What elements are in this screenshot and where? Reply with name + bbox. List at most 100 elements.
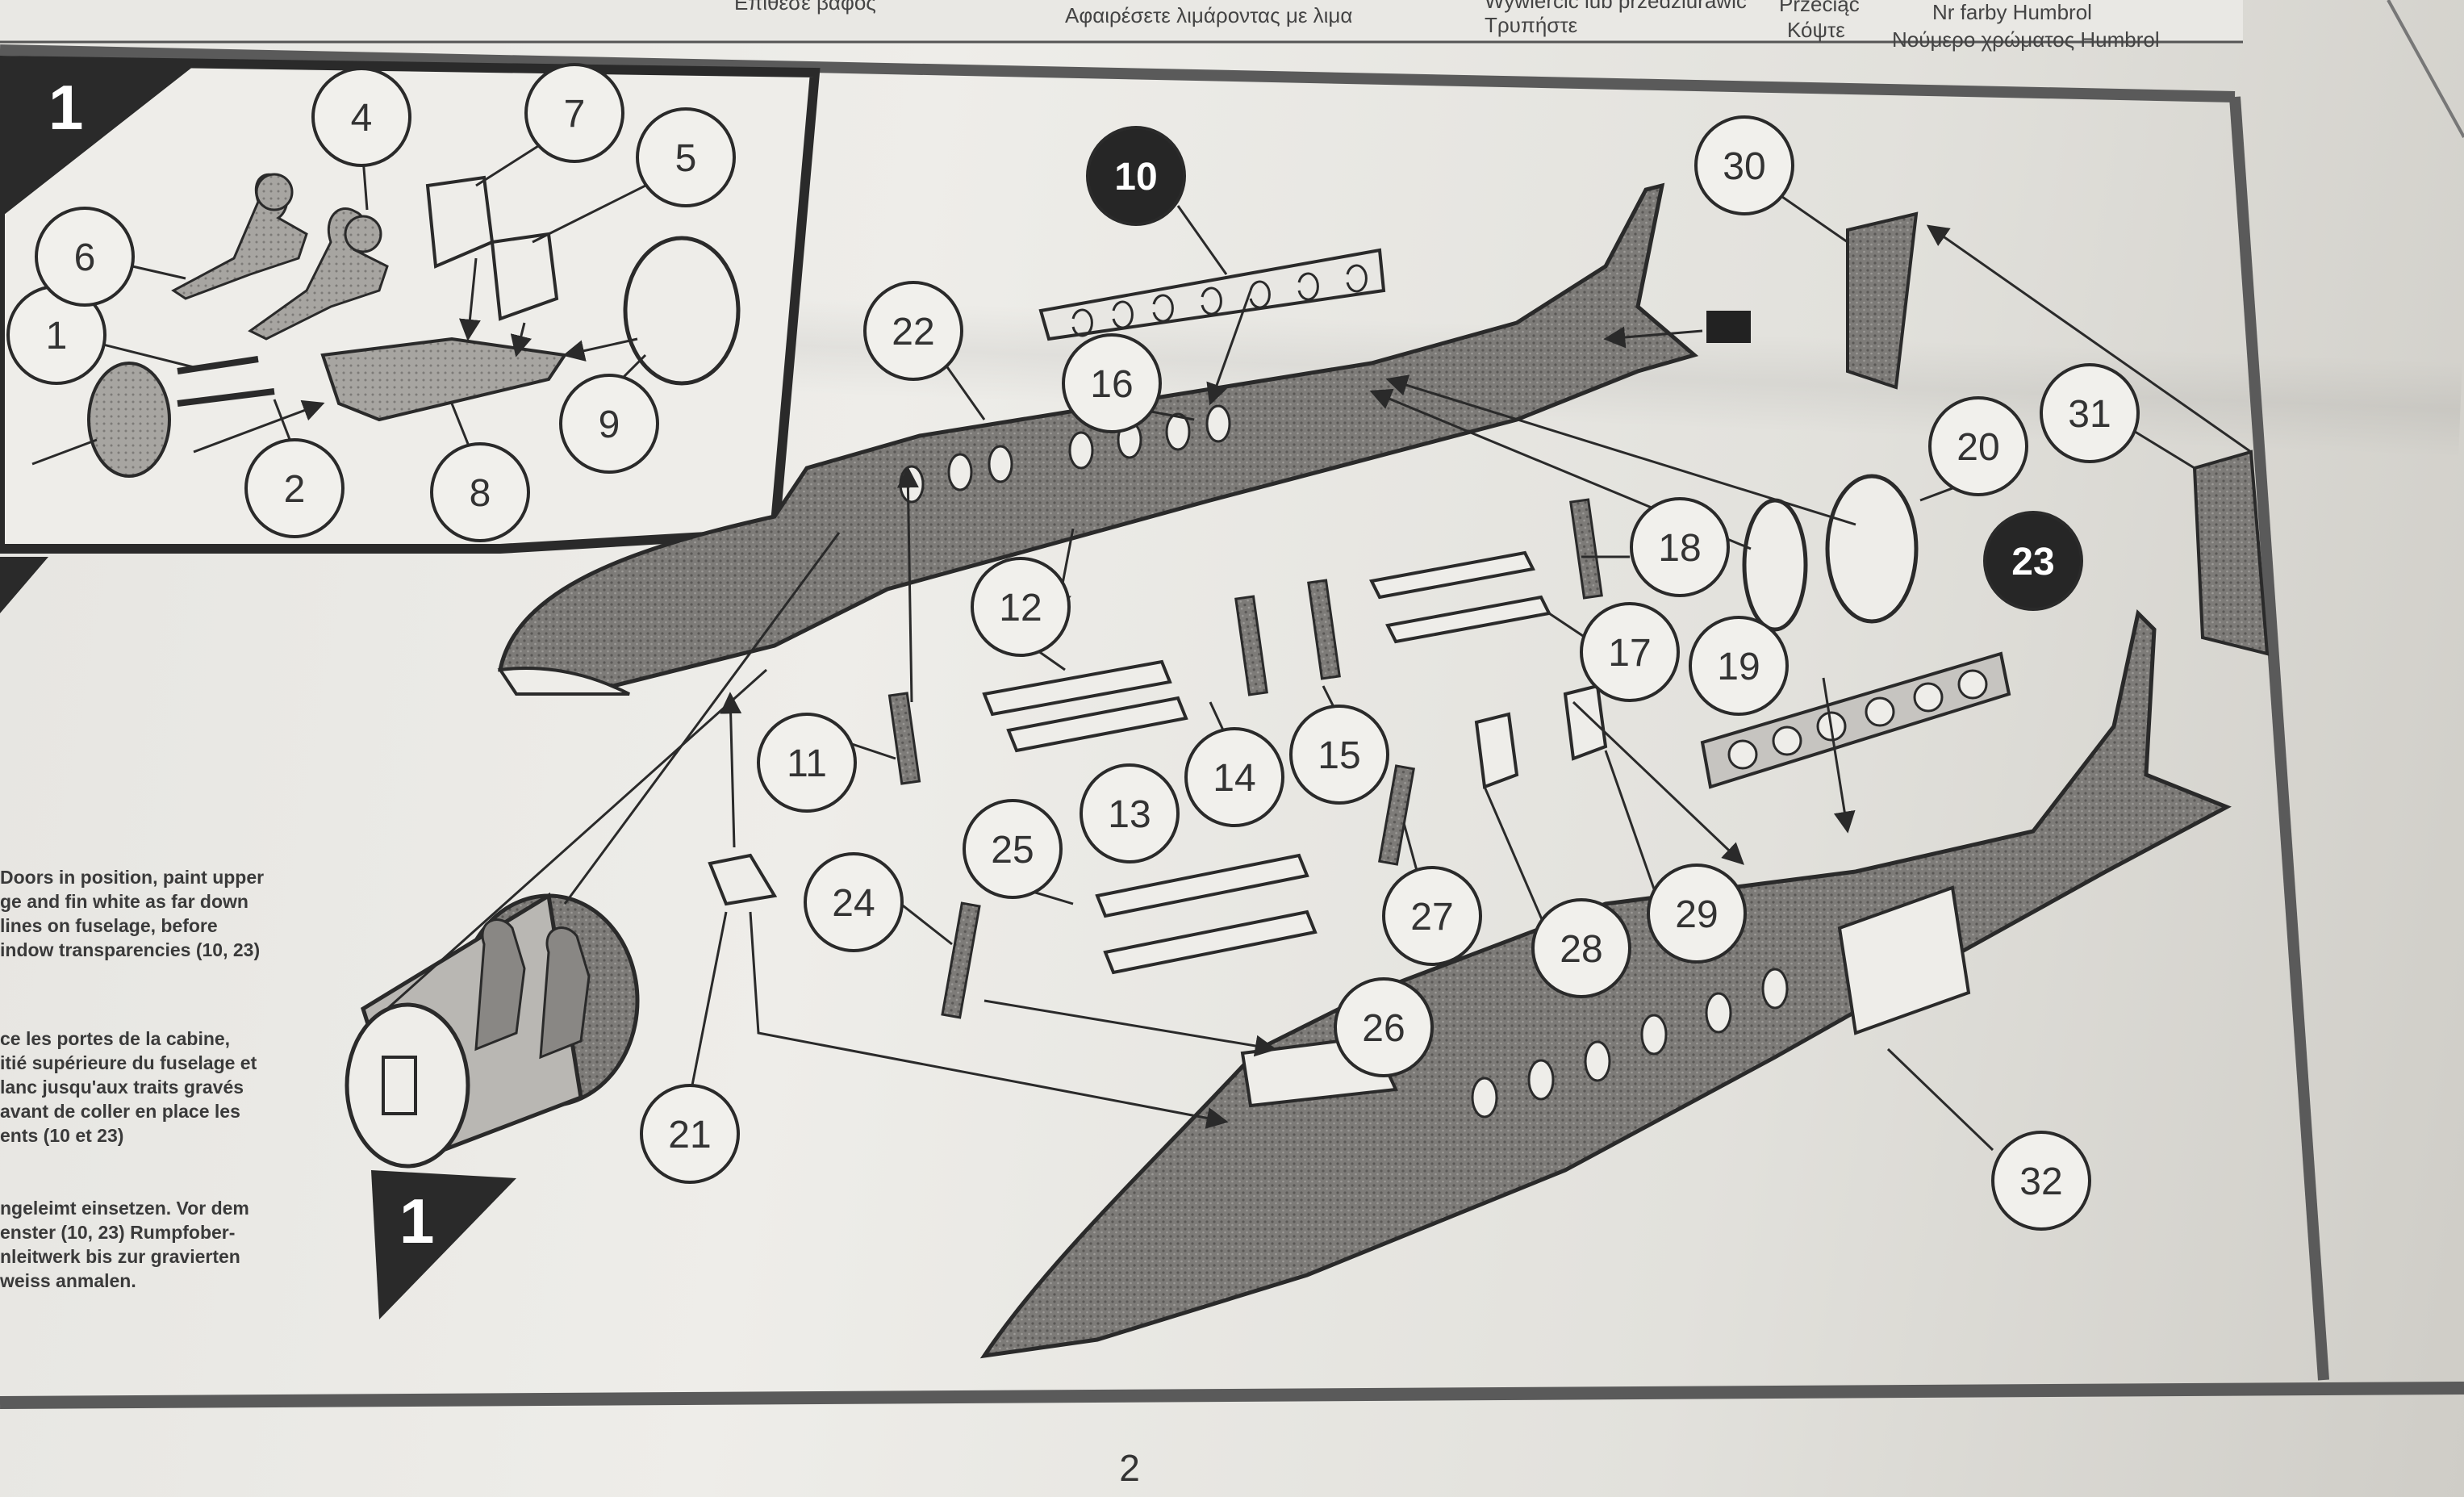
callout-circle-14	[1184, 727, 1284, 827]
cockpit-floor-8	[320, 337, 568, 422]
header-cell-humbrol-pl: Nr farby Humbrol	[1932, 0, 2092, 24]
callout-18: 18	[1630, 497, 1730, 597]
control-rod-1	[177, 356, 259, 374]
fin-part-31	[2192, 450, 2270, 656]
seat-part-5	[490, 232, 559, 321]
callout-29: 29	[1647, 863, 1747, 964]
callout-label-21: 21	[668, 1114, 711, 1156]
callout-label-25: 25	[991, 829, 1034, 872]
header-cell-cut-pl: Przeciąć	[1779, 0, 1860, 16]
callout-28: 28	[1531, 898, 1631, 998]
callout-circle-19	[1689, 616, 1789, 716]
instr-de-line-2: enster (10, 23) Rumpfober-	[0, 1222, 235, 1243]
callout-circle-5	[636, 107, 736, 207]
instr-en-line-2: ge and fin white as far down	[0, 891, 248, 912]
fuselage-half-22	[497, 182, 1699, 696]
callout-label-5: 5	[675, 137, 697, 180]
door-steps	[982, 550, 1551, 975]
callout-22: 22	[863, 281, 963, 381]
callout-31: 31	[2040, 363, 2140, 463]
instr-en-line-1: Doors in position, paint upper	[0, 867, 264, 888]
callout-label-4: 4	[351, 97, 373, 140]
header-cell-cut-gr: Κόψτε	[1787, 18, 1845, 42]
window-strip-23	[1700, 651, 2011, 789]
callout-circle-10	[1086, 126, 1186, 226]
callout-circle-17	[1580, 602, 1680, 702]
header-cell-drill-pl: Wywiercic lub przedziurawic	[1485, 0, 1747, 13]
pilot-figure-6	[171, 173, 308, 300]
instr-fr-line-5: ents (10 et 23)	[0, 1125, 123, 1146]
callout-circle-25	[963, 799, 1063, 899]
callout-1: 1	[6, 285, 106, 385]
callout-label-2: 2	[284, 468, 306, 511]
callout-circle-4	[311, 67, 411, 167]
callout-label-7: 7	[564, 93, 586, 136]
header-cell-file: Αφαιρέσετε λιμάροντας με λιμα	[1065, 3, 1352, 27]
seat-parts-28-29	[1474, 684, 1608, 789]
callout-20: 20	[1928, 396, 2028, 496]
callout-label-31: 31	[2068, 393, 2111, 436]
callout-2: 2	[244, 438, 345, 538]
callout-27: 27	[1382, 866, 1482, 966]
header-cell-drill-gr: Τρυπήστε	[1485, 13, 1578, 37]
callout-label-13: 13	[1108, 793, 1151, 836]
callout-5: 5	[636, 107, 736, 207]
callout-label-24: 24	[832, 882, 875, 925]
callout-12: 12	[971, 557, 1071, 657]
control-rod-2	[177, 388, 275, 407]
callout-9: 9	[559, 374, 659, 474]
instr-fr-line-2: itié supérieure du fuselage et	[0, 1052, 257, 1073]
instr-de-line-3: nleitwerk bis zur gravierten	[0, 1246, 240, 1267]
transparency-20	[1825, 474, 1919, 624]
callout-25: 25	[963, 799, 1063, 899]
fin-part-30	[1846, 211, 1919, 390]
instructions-text: Doors in position, paint upper ge and fi…	[0, 867, 264, 1291]
callout-label-27: 27	[1410, 896, 1453, 939]
callout-circle-12	[971, 557, 1071, 657]
instr-fr-line-3: lanc jusqu'aux traits gravés	[0, 1077, 244, 1098]
instr-de-line-4: weiss anmalen.	[0, 1270, 136, 1291]
callout-21: 21	[640, 1084, 740, 1184]
callout-circle-31	[2040, 363, 2140, 463]
callout-32: 32	[1991, 1131, 2091, 1231]
callout-circle-22	[863, 281, 963, 381]
callout-8: 8	[430, 442, 530, 542]
callout-14: 14	[1184, 727, 1284, 827]
callout-label-9: 9	[599, 404, 620, 446]
door-part-21	[708, 853, 778, 906]
callout-circle-9	[559, 374, 659, 474]
callout-label-19: 19	[1717, 646, 1760, 688]
callout-16: 16	[1062, 333, 1162, 433]
callout-circle-2	[244, 438, 345, 538]
callout-label-29: 29	[1675, 893, 1718, 936]
callout-circle-20	[1928, 396, 2028, 496]
callout-circle-26	[1334, 977, 1434, 1077]
page-frame	[0, 0, 2464, 1409]
part-callouts: 1245678911121314151617181920212224252627…	[6, 63, 2140, 1231]
callout-circle-29	[1647, 863, 1747, 964]
callout-label-15: 15	[1318, 734, 1360, 777]
callout-label-12: 12	[999, 587, 1042, 629]
callout-circle-30	[1694, 115, 1794, 215]
callout-circle-16	[1062, 333, 1162, 433]
callout-label-22: 22	[892, 311, 934, 353]
callout-label-8: 8	[470, 472, 491, 515]
instr-en-line-4: indow transparencies (10, 23)	[0, 939, 260, 960]
callout-label-32: 32	[2019, 1160, 2062, 1203]
callout-15: 15	[1289, 705, 1389, 805]
bulkhead-9	[623, 236, 741, 386]
callout-30: 30	[1694, 115, 1794, 215]
callout-circle-28	[1531, 898, 1631, 998]
instr-fr-line-4: avant de coller en place les	[0, 1101, 240, 1122]
callout-7: 7	[524, 63, 624, 163]
callout-label-28: 28	[1560, 928, 1602, 971]
callout-4: 4	[311, 67, 411, 167]
nose-bulkhead	[87, 362, 171, 478]
callout-circle-7	[524, 63, 624, 163]
callout-circle-21	[640, 1084, 740, 1184]
transparency-19	[1742, 498, 1808, 632]
strut-parts	[887, 498, 1603, 1019]
callout-label-1: 1	[46, 315, 68, 358]
callout-label-30: 30	[1723, 145, 1765, 188]
